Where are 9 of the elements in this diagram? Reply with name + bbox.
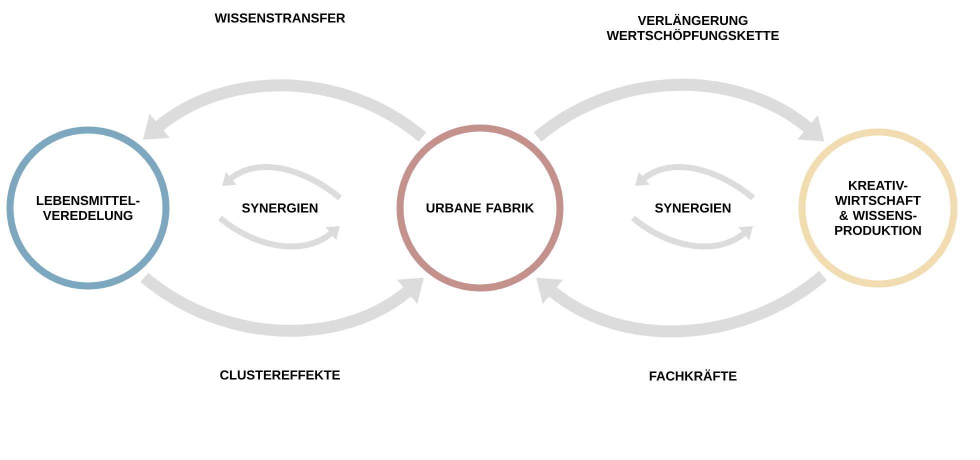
edge-label: VERLÄNGERUNG WERTSCHÖPFUNGSKETTE — [606, 14, 779, 40]
circle-node: KREATIV- WIRTSCHAFT & WISSENS- PRODUKTION — [798, 128, 958, 288]
circle-node: URBANE FABRIK — [396, 124, 564, 292]
edge-label: FACHKRÄFTE — [650, 369, 737, 381]
edge-label: WISSENSTRANSFER — [214, 13, 346, 23]
edge-label: CLUSTEREFFEKTE — [220, 370, 340, 380]
circle-node: LEBENSMITTEL- VEREDELUNG — [6, 126, 170, 290]
synergy-label: SYNERGIEN — [655, 203, 730, 213]
synergy-label: SYNERGIEN — [242, 203, 318, 213]
